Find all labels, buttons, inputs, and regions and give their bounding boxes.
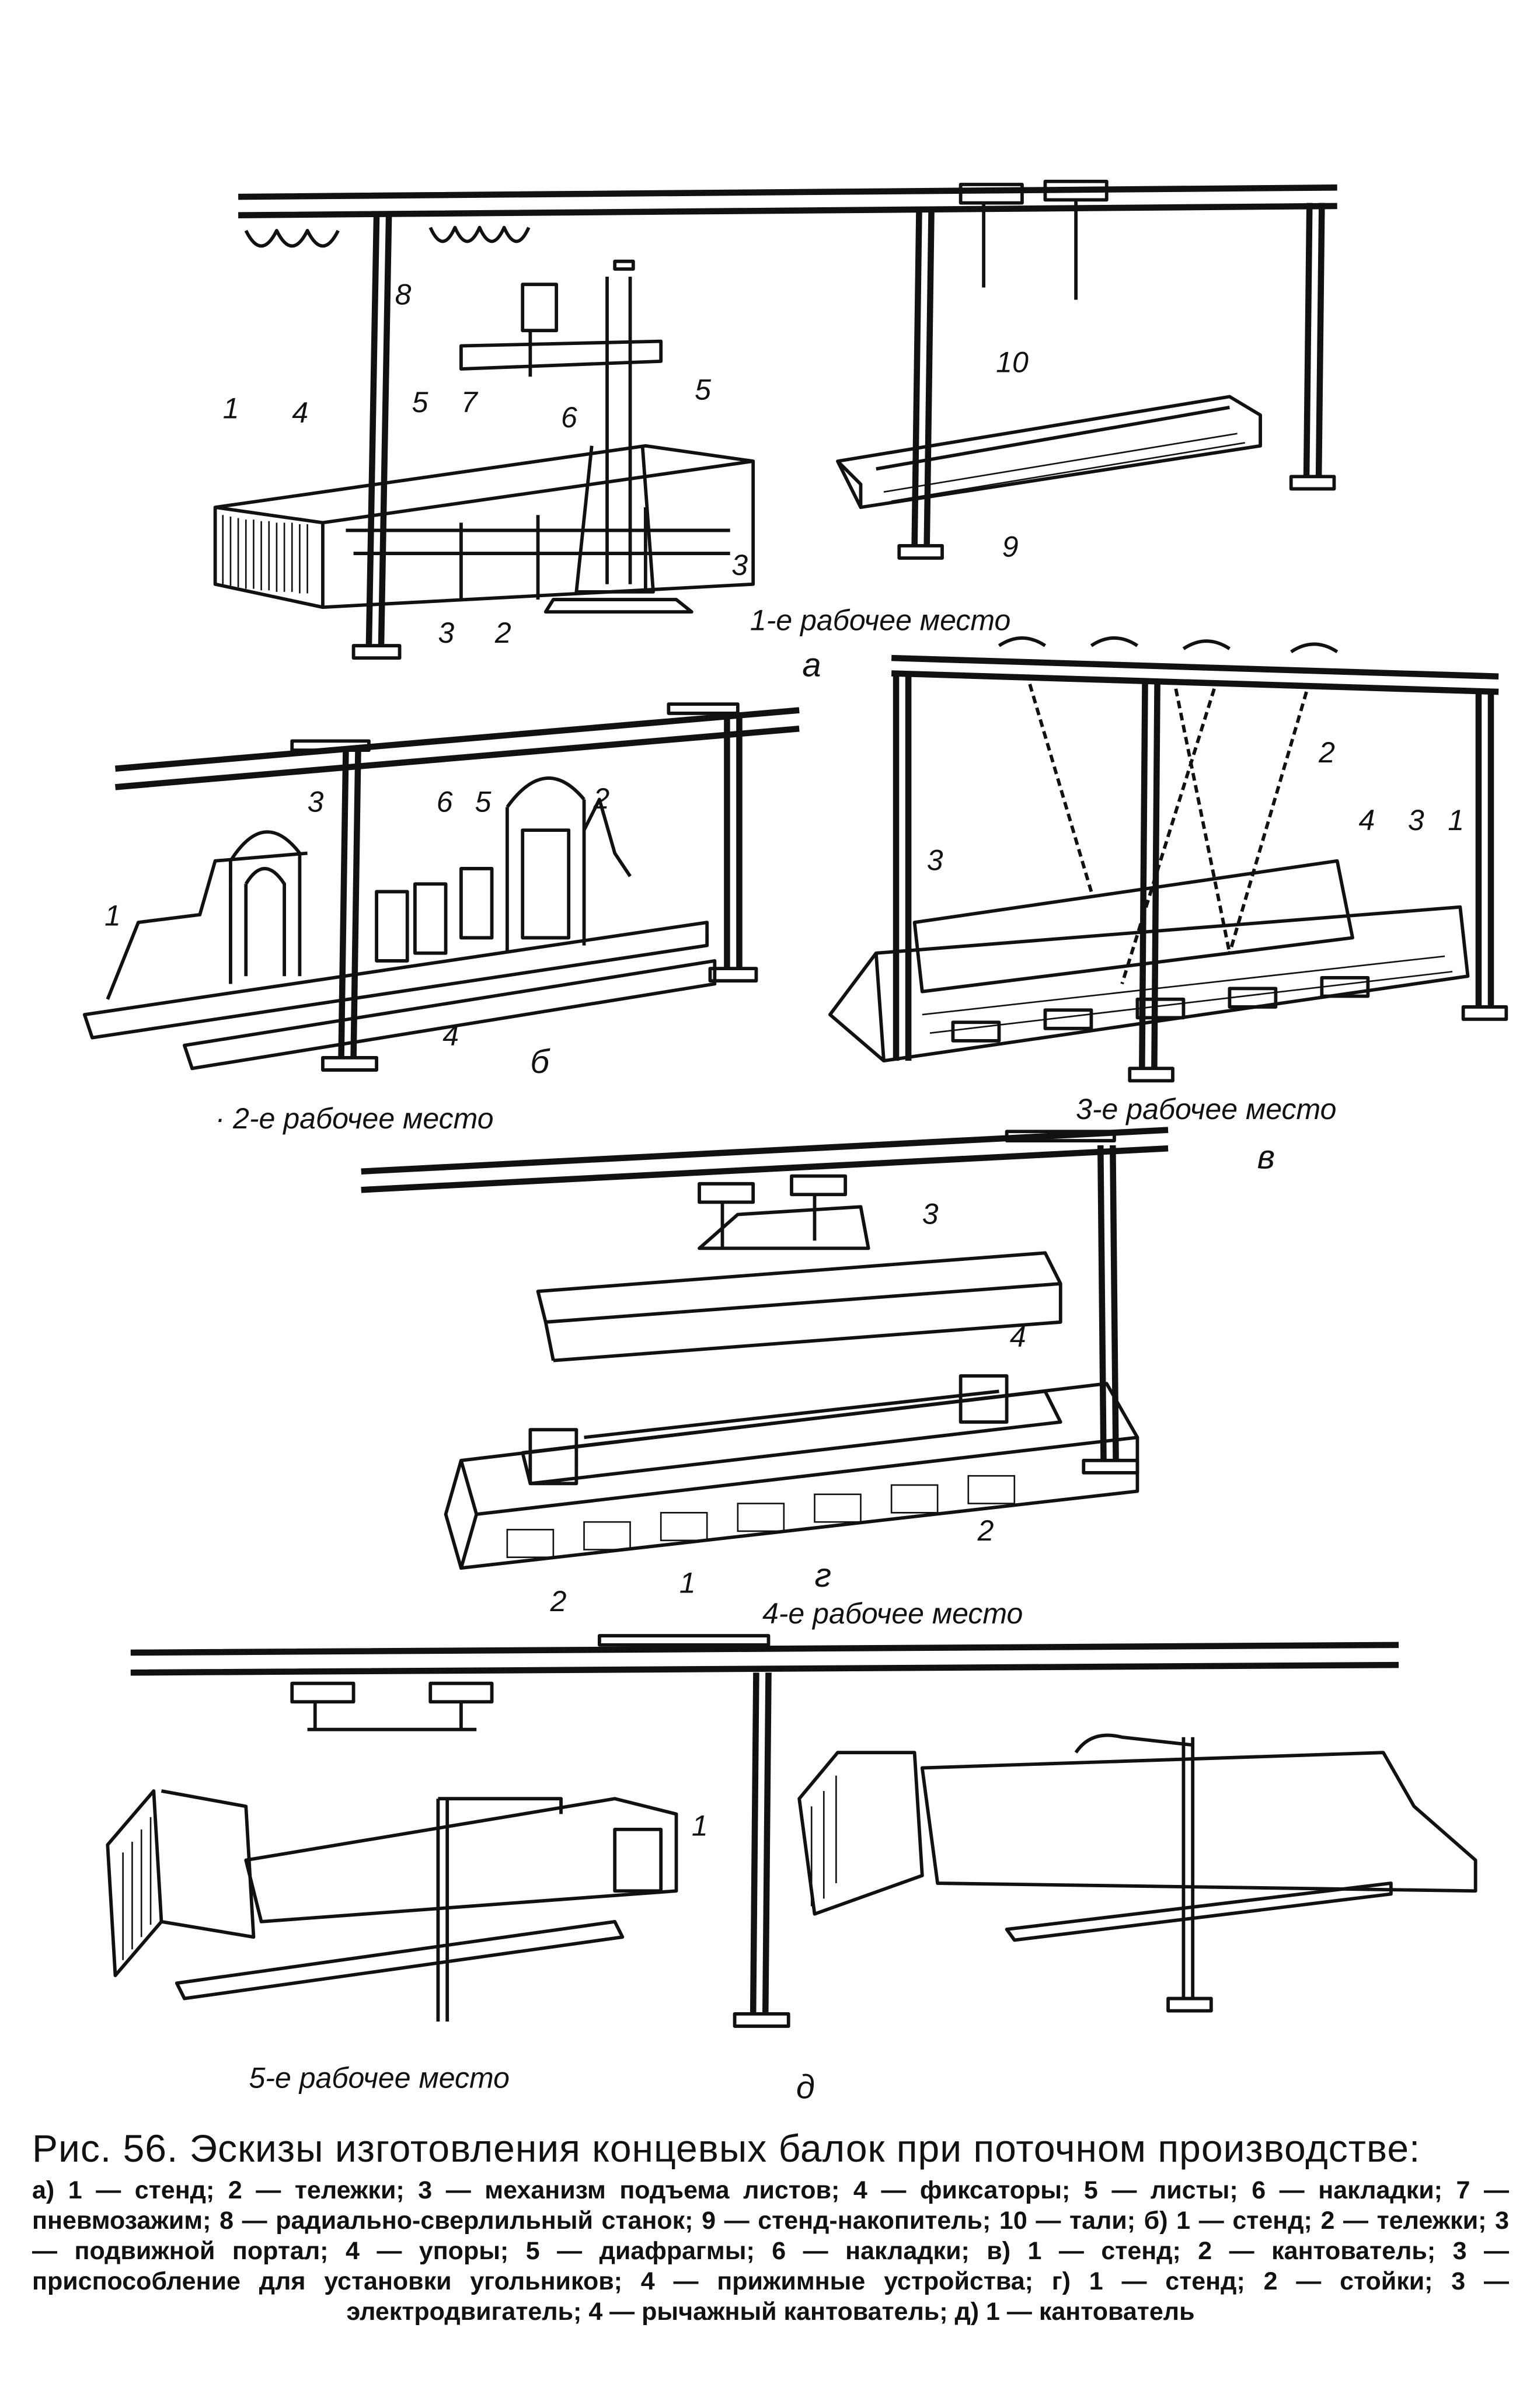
callout-label: 2: [550, 1585, 567, 1618]
callout-label: 4: [442, 1019, 459, 1052]
panel-g-labels: 3 4 2 2 1 г 4-е рабочее место: [550, 1197, 1026, 1630]
callout-label: 1: [679, 1566, 696, 1599]
panel-a-labels: 1 4 5 7 8 6 5 3 2 3 10 9 1-е рабочее мес…: [223, 278, 1029, 684]
callout-label: 1: [223, 392, 239, 424]
panel-letter: д: [796, 2069, 815, 2102]
callout-label: 10: [996, 346, 1029, 378]
workplace-caption: 5-е рабочее место: [249, 2061, 510, 2094]
panel-v-drawing: [828, 636, 1508, 1083]
callout-label: 8: [395, 278, 412, 311]
callout-label: 1: [1448, 804, 1464, 837]
callout-label: 3: [438, 616, 454, 649]
panel-letter: б: [530, 1043, 550, 1081]
panel-letter: а: [802, 647, 821, 684]
callout-label: 3: [731, 549, 748, 581]
figure-sketches: 1 4 5 7 8 6 5 3 2 3 10 9 1-е рабочее мес…: [82, 179, 1508, 2102]
callout-label: 4: [292, 396, 308, 429]
panel-b-drawing: [82, 702, 800, 1072]
panel-a-drawing: [213, 179, 1337, 660]
figure-caption: Рис. 56. Эскизы изготовления концевых ба…: [32, 2125, 1509, 2327]
callout-label: 5: [412, 386, 428, 419]
callout-label: 4: [1010, 1320, 1026, 1353]
callout-label: 3: [308, 785, 324, 818]
panel-g-drawing: [361, 1127, 1169, 1570]
caption-legend: а) 1 — стенд; 2 — тележки; 3 — механизм …: [32, 2176, 1509, 2326]
workplace-caption: 1-е рабочее место: [750, 604, 1010, 637]
workplace-caption: · 2-е рабочее место: [215, 1102, 494, 1135]
panel-v-labels: 2 4 3 1 3 3-е рабочее место в: [927, 736, 1464, 1176]
callout-label: 7: [461, 386, 479, 419]
callout-label: 5: [695, 374, 711, 406]
callout-label: 4: [1359, 804, 1375, 837]
callout-label: 6: [437, 785, 453, 818]
callout-label: 2: [494, 616, 511, 649]
workplace-caption: 3-е рабочее место: [1076, 1093, 1336, 1125]
panel-letter: в: [1257, 1138, 1275, 1176]
callout-label: 2: [593, 782, 609, 815]
callout-label: 5: [475, 785, 492, 818]
panel-b-labels: 3 6 5 2 1 4 б · 2-е рабочее место: [104, 782, 609, 1135]
workplace-caption: 4-е рабочее место: [762, 1597, 1023, 1630]
panel-d-labels: 1 5-е рабочее место д: [249, 1809, 815, 2102]
callout-label: 9: [1002, 530, 1019, 563]
callout-label: 1: [104, 899, 121, 932]
caption-title: Рис. 56. Эскизы изготовления концевых ба…: [32, 2127, 1421, 2170]
callout-label: 6: [561, 401, 577, 434]
callout-label: 3: [922, 1197, 939, 1230]
callout-label: 2: [1318, 736, 1335, 769]
panel-letter: г: [814, 1557, 831, 1594]
callout-label: 2: [977, 1514, 994, 1547]
callout-label: 1: [692, 1809, 708, 1842]
callout-label: 3: [927, 844, 943, 877]
panel-d-drawing: [106, 1634, 1477, 2028]
callout-label: 3: [1408, 804, 1424, 837]
